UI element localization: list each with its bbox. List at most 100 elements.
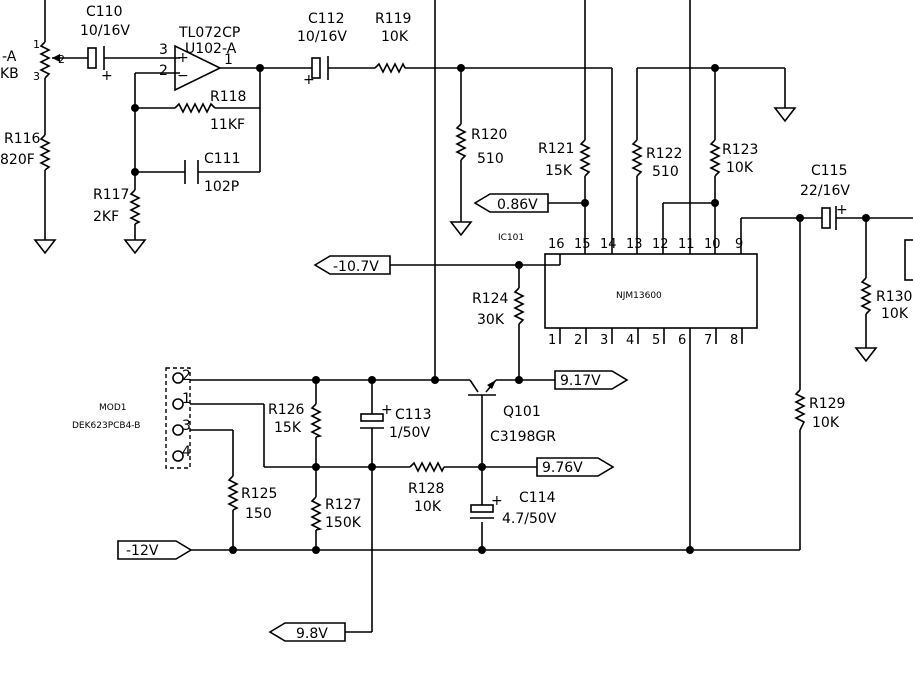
ic101-bottom-pin-7: 7 [704,333,712,348]
r128-ref: R128 [408,481,444,497]
voltage-0.86v: 0.86V [497,197,538,213]
r122-ref: R122 [646,146,682,162]
r129-ref: R129 [809,396,845,412]
offscreen-component-edge [904,239,913,281]
mod1-pin3: 3 [182,418,191,434]
r116-value: 820F [0,152,35,168]
voltage-flag-9.8v: 9.8V [268,622,346,642]
ic101-bottom-pin-8: 8 [730,333,738,348]
r126-ref: R126 [268,402,305,418]
r121-value: 15K [545,163,573,179]
pot-pin2: 2 [58,53,65,66]
svg-text:+: + [491,493,503,509]
resistor-symbols [39,41,872,531]
pot-ref: -A [2,49,17,65]
r124-value: 30K [477,312,505,328]
voltage-minus12v: -12V [126,543,159,559]
r120-ref: R120 [471,127,507,143]
voltage-flag-9.17v: 9.17V [554,370,629,390]
c112-ref: C112 [308,11,345,27]
r125-value: 150 [245,506,272,522]
c110-ref: C110 [86,4,123,20]
mod1-pin1: 1 [182,391,191,407]
svg-text:+: + [303,72,315,88]
r117-value: 2KF [93,209,119,225]
r123-value: 10K [726,160,754,176]
ic101-top-pin-11: 11 [678,237,695,252]
r124-ref: R124 [472,291,509,307]
r130-ref: R130 [876,289,912,305]
voltage-flag-minus12v: -12V [117,540,193,560]
r121-ref: R121 [538,141,574,157]
r130-value: 10K [881,306,909,322]
ic101-body [544,253,758,329]
r129-value: 10K [812,415,840,431]
voltage-9.17v: 9.17V [560,373,601,389]
ic101-top-pin-16: 16 [548,237,565,252]
pot-pin1: 1 [33,38,40,51]
ic101-top-pin-15: 15 [574,237,591,252]
c112-value: 10/16V [297,29,347,45]
junction-dots [131,64,870,554]
ic101-bottom-pin-1: 1 [548,333,556,348]
r128-value: 10K [414,499,442,515]
c111-value: 102P [204,179,239,195]
svg-text:−: − [177,68,189,84]
ic101-bottom-pin-6: 6 [678,333,686,348]
wires [44,0,913,633]
c114-ref: C114 [519,490,556,506]
ic101-top-pin-13: 13 [626,237,643,252]
transistor-q101 [468,379,497,396]
u102-pin2: 2 [159,63,168,79]
capacitor-symbols: + + + + + [87,46,848,519]
ic101-part: NJM13600 [616,291,662,301]
mod1-connector [165,367,191,469]
svg-text:+: + [177,50,189,66]
voltage-9.8v: 9.8V [296,626,328,642]
c113-ref: C113 [395,407,432,423]
pot-value: KB [0,66,19,82]
u102-part: TL072CP [178,25,240,41]
u102-pin3: 3 [159,42,168,58]
c110-value: 10/16V [80,23,130,39]
voltage-flag-0.86v: 0.86V [473,193,549,213]
c114-value: 4.7/50V [502,511,557,527]
mod1-pin4: 4 [182,444,191,460]
c115-ref: C115 [811,163,848,179]
r127-value: 150K [325,515,362,531]
ic101-bottom-pin-4: 4 [626,333,634,348]
mod1-part: DEK623PCB4-B [72,421,140,431]
c111-ref: C111 [204,151,241,167]
r117-ref: R117 [93,187,129,203]
svg-text:+: + [101,68,113,84]
u102-ref: U102-A [185,41,237,57]
svg-text:+: + [381,402,393,418]
r123-ref: R123 [722,142,758,158]
svg-text:+: + [836,202,848,218]
ic101-bottom-pin-2: 2 [574,333,582,348]
ic101-bottom-pin-3: 3 [600,333,608,348]
c113-value: 1/50V [389,425,430,441]
voltage-flag-9.76v: 9.76V [536,457,615,477]
r119-value: 10K [381,29,409,45]
r118-ref: R118 [210,89,246,105]
pot-pin3: 3 [33,70,40,83]
q101-ref: Q101 [503,404,541,420]
r120-value: 510 [477,151,504,167]
mod1-ref: MOD1 [99,403,127,413]
ic101-top-pin-14: 14 [600,237,617,252]
mod1-pin2: 2 [182,368,191,384]
ground-symbols [33,107,878,363]
ic101-top-pin-9: 9 [735,237,743,252]
ic101-bottom-pin-5: 5 [652,333,660,348]
q101-part: C3198GR [490,429,556,445]
c115-value: 22/16V [800,183,850,199]
component-labels: -A KB 1 2 3 R116 820F C110 10/16V TL072C… [0,4,912,531]
op-amp-u102: + − [174,44,222,92]
r126-value: 15K [274,420,302,436]
ic101-top-pin-10: 10 [704,237,721,252]
voltage-flag-minus10.7v: -10.7V [313,255,391,275]
voltage-minus10.7v: -10.7V [333,259,379,275]
r119-ref: R119 [375,11,411,27]
